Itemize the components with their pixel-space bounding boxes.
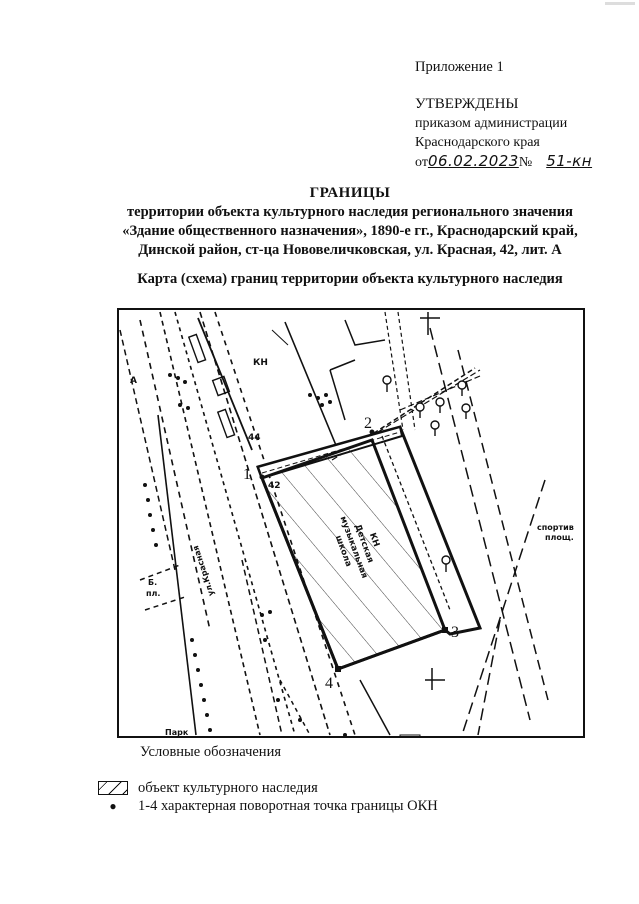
label-school-1: КН (367, 532, 381, 549)
number-prefix: № (518, 155, 533, 170)
boundary-points (259, 429, 448, 672)
boundary-map: 1 2 3 4 КН А 44 42 Парк Б. пл. ул.Красна… (117, 308, 585, 738)
label-kn-top: КН (253, 358, 268, 368)
region-label: Краснодарского края (415, 135, 540, 150)
shrub-dots (143, 373, 347, 737)
legend-title: Условные обозначения (140, 744, 281, 760)
legend-label-points: 1-4 характерная поворотная точка границы… (138, 798, 438, 814)
point-label-1: 1 (243, 466, 251, 483)
label-sport-1: спортив (537, 523, 574, 532)
appendix-label: Приложение 1 (415, 59, 504, 75)
hatched-box-icon (98, 781, 128, 795)
title-line-1: территории объекта культурного наследия … (127, 204, 573, 220)
legend: Условные обозначения объект культурного … (98, 743, 438, 815)
from-prefix: от (415, 155, 428, 170)
legend-label-heritage: объект культурного наследия (138, 780, 318, 796)
point-label-3: 3 (451, 624, 459, 641)
title-line-3: Динской район, ст-ца Нововеличковская, у… (138, 242, 562, 258)
label-bpl-2: пл. (146, 589, 160, 598)
label-42: 42 (268, 481, 281, 491)
point-label-4: 4 (325, 675, 333, 692)
approved-label: УТВЕРЖДЕНЫ (415, 96, 519, 112)
label-44: 44 (248, 433, 261, 443)
dot-icon: ● (109, 799, 117, 813)
map-caption: Карта (схема) границ территории объекта … (137, 271, 563, 287)
tree-symbols (382, 375, 471, 572)
label-a: А (130, 376, 137, 386)
label-park: Парк (165, 728, 189, 737)
handwritten-date: 06.02.2023 (427, 152, 519, 170)
legend-item-heritage: объект культурного наследия (98, 779, 438, 797)
label-sport-2: площ. (545, 533, 574, 542)
scan-artifact (605, 2, 635, 5)
approval-block: Приложение 1 УТВЕРЖДЕНЫ приказом админис… (415, 58, 592, 172)
handwritten-number: 51-кн (546, 152, 593, 170)
legend-item-points: ● 1-4 характерная поворотная точка грани… (98, 797, 438, 815)
point-label-2: 2 (364, 415, 372, 432)
order-label: приказом администрации (415, 116, 568, 131)
document-title: ГРАНИЦЫ территории объекта культурного н… (90, 184, 610, 260)
title-line-2: «Здание общественного назначения», 1890-… (122, 223, 578, 239)
order-date-number: от06.02.2023№ 51-кн (415, 152, 592, 172)
label-bpl-1: Б. (148, 578, 157, 587)
title-main: ГРАНИЦЫ (309, 185, 391, 201)
